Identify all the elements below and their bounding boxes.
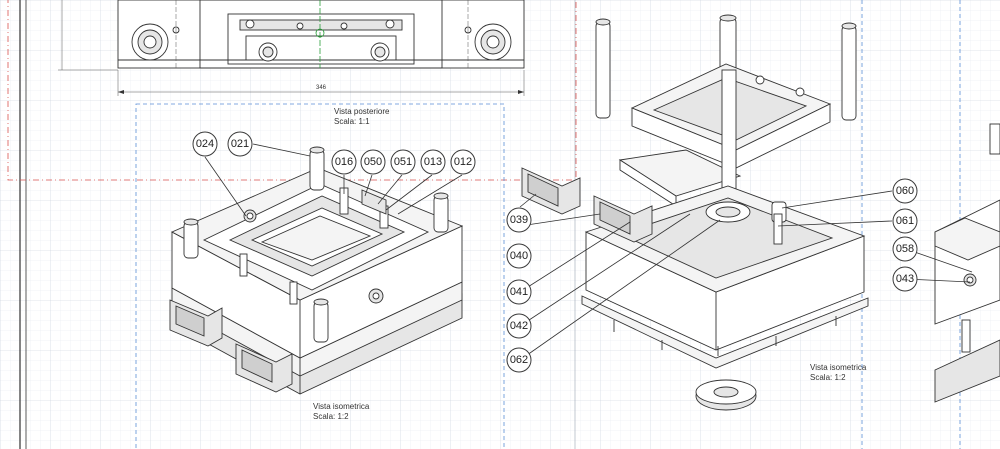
svg-text:061: 061	[896, 215, 914, 227]
svg-text:062: 062	[510, 354, 528, 366]
balloon-024: 024	[192, 131, 218, 157]
svg-text:024: 024	[196, 138, 214, 150]
iso-right-scale: Scala: 1:2	[810, 373, 846, 382]
balloon-040: 040	[506, 243, 532, 269]
balloon-043: 043	[892, 266, 918, 292]
svg-text:060: 060	[896, 185, 914, 197]
svg-text:039: 039	[510, 214, 528, 226]
balloon-016: 016	[331, 149, 357, 175]
svg-text:058: 058	[896, 243, 914, 255]
svg-text:040: 040	[510, 250, 528, 262]
iso-left-mold	[169, 146, 464, 395]
iso-left-frame	[135, 103, 505, 449]
svg-text:012: 012	[454, 156, 472, 168]
svg-text:016: 016	[335, 156, 353, 168]
balloon-039: 039	[506, 207, 532, 233]
svg-text:021: 021	[231, 138, 249, 150]
rear-view-frame	[7, 0, 577, 181]
balloon-062: 062	[506, 347, 532, 373]
svg-text:050: 050	[364, 156, 382, 168]
iso-right-mold	[521, 14, 869, 411]
balloon-042: 042	[506, 313, 532, 339]
detail-part-drawing	[934, 123, 1000, 403]
balloon-041: 041	[506, 279, 532, 305]
balloon-012: 012	[450, 149, 476, 175]
balloon-061: 061	[892, 208, 918, 234]
iso-left-title: Vista isometrica	[313, 402, 370, 411]
iso-right-title: Vista isometrica	[810, 363, 867, 372]
rear-view-title: Vista posteriore	[334, 107, 390, 116]
balloon-058: 058	[892, 236, 918, 262]
balloon-050: 050	[360, 149, 386, 175]
balloon-051: 051	[390, 149, 416, 175]
svg-text:013: 013	[424, 156, 442, 168]
svg-text:043: 043	[896, 273, 914, 285]
leader-lines	[204, 143, 973, 361]
svg-text:041: 041	[510, 286, 528, 298]
rear-view-scale: Scala: 1:1	[334, 117, 370, 126]
sheet-border	[19, 0, 576, 449]
iso-left-scale: Scala: 1:2	[313, 412, 349, 421]
rear-view-drawing	[58, 0, 525, 96]
balloon-021: 021	[227, 131, 253, 157]
balloon-013: 013	[420, 149, 446, 175]
svg-text:051: 051	[394, 156, 412, 168]
balloon-060: 060	[892, 178, 918, 204]
dimension-346: 346	[316, 85, 327, 91]
svg-text:042: 042	[510, 320, 528, 332]
